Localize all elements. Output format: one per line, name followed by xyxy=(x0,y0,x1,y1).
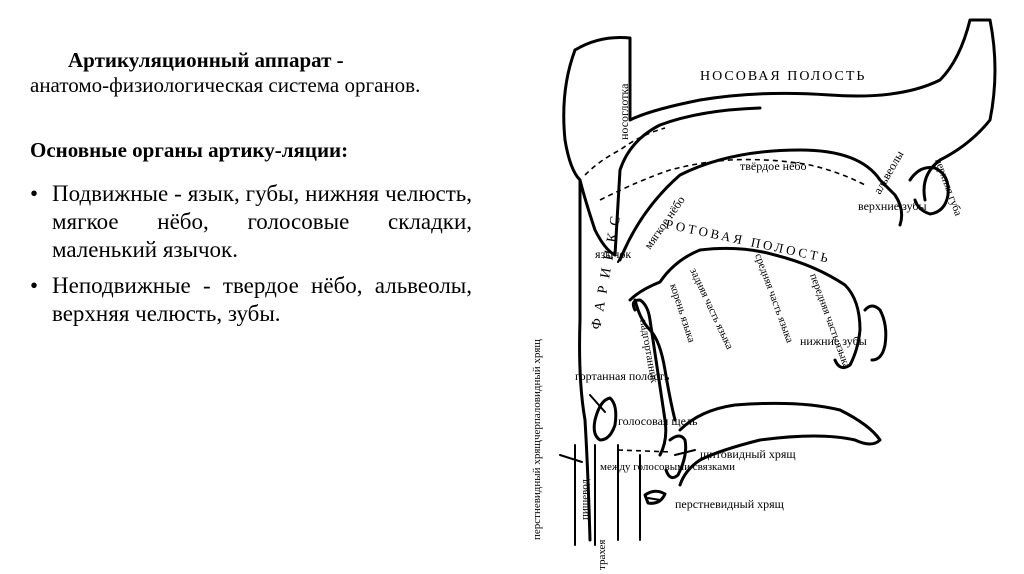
label-arytenoid-cartilage: черпаловидный хрящ xyxy=(531,339,543,440)
label-glottis: голосовая щель xyxy=(618,414,698,428)
label-uvula: язычок xyxy=(595,247,631,261)
label-hard-palate: твёрдое нёбо xyxy=(740,159,807,173)
organs-list: Подвижные - язык, губы, нижняя челюсть, … xyxy=(30,180,472,328)
list-item-fixed: Неподвижные - твердое нёбо, альвеолы, ве… xyxy=(30,272,472,328)
label-trachea: трахея xyxy=(596,540,608,571)
label-upper-lip: верхняя губа xyxy=(932,157,964,218)
label-cricoid-cartilage-left: перстневидный хрящ xyxy=(531,440,543,540)
organs-heading: Основные органы артику-ляции: xyxy=(30,138,472,163)
label-esophagus: пищевод xyxy=(579,479,591,520)
text-panel: Артикуляционный аппарат - анатомо-физиол… xyxy=(30,48,472,336)
list-item-movable: Подвижные - язык, губы, нижняя челюсть, … xyxy=(30,180,472,264)
label-cricoid-cartilage-right: перстневидный хрящ xyxy=(675,497,784,511)
label-upper-teeth: верхние зубы xyxy=(858,199,927,213)
label-tongue-root: корень языка xyxy=(667,282,697,344)
articulation-diagram: НОСОВАЯ ПОЛОСТЬ носоглотка ФАРИНКС твёрд… xyxy=(500,0,1000,574)
label-lower-teeth: нижние зубы xyxy=(800,334,867,348)
trachea-wall xyxy=(618,445,640,540)
label-nasal-cavity: НОСОВАЯ ПОЛОСТЬ xyxy=(700,69,866,84)
glottis-dashed xyxy=(618,450,672,452)
label-tongue-middle: средняя часть языка xyxy=(752,252,796,345)
label-laryngeal-cavity: гортанная полость xyxy=(575,369,670,383)
lower-lip xyxy=(865,306,886,360)
intro-body: анатомо-физиологическая система органов. xyxy=(30,73,472,98)
label-nasopharynx: носоглотка xyxy=(617,83,631,140)
label-oral-cavity: РОТОВАЯ ПОЛОСТЬ xyxy=(664,216,832,266)
label-thyroid-cartilage: щитовидный хрящ xyxy=(700,447,796,461)
intro-title: Артикуляционный аппарат - xyxy=(30,48,472,73)
pharynx-back-wall xyxy=(564,50,590,540)
label-between-vocal-cords: между голосовыми связками xyxy=(600,461,735,473)
head-outline xyxy=(575,20,995,200)
